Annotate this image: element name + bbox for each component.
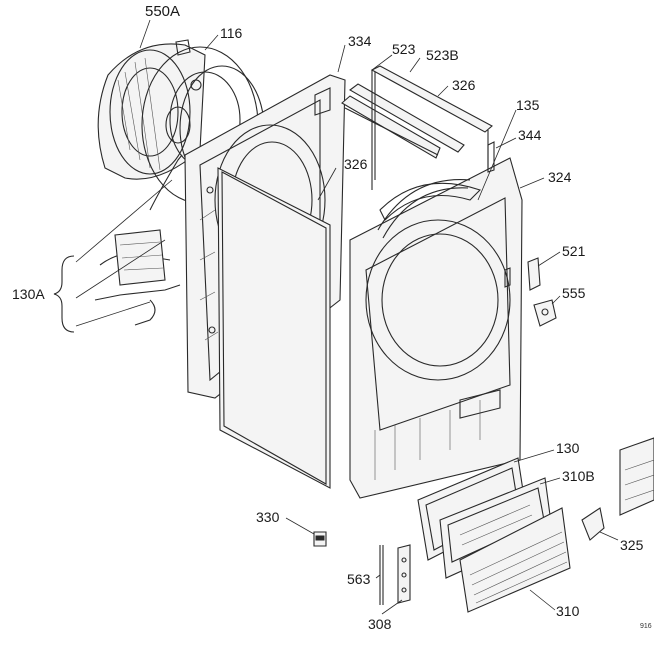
- document-code: 916: [640, 623, 652, 630]
- bracket-344: [487, 141, 495, 173]
- part-555: [533, 299, 557, 327]
- top-strips-523: [341, 65, 493, 215]
- callout-326-top: 326: [452, 77, 476, 93]
- callout-521: 521: [562, 243, 586, 259]
- callout-550a: 550A: [145, 3, 181, 20]
- callout-555: 555: [562, 285, 586, 301]
- callout-324: 324: [548, 169, 572, 185]
- callout-130: 130: [556, 440, 580, 456]
- callout-310: 310: [556, 603, 580, 619]
- callout-135: 135: [516, 97, 540, 113]
- side-panel-326-left: [217, 167, 331, 489]
- callout-563: 563: [347, 571, 371, 587]
- callout-310b: 310B: [562, 468, 595, 484]
- callout-523: 523: [392, 41, 416, 57]
- door-seal-135: [377, 179, 471, 239]
- callout-334: 334: [348, 33, 372, 49]
- fan-assembly-550a: [97, 39, 206, 180]
- callout-130a: 130A: [12, 286, 45, 302]
- callout-344: 344: [518, 127, 542, 143]
- callout-326-side: 326: [344, 156, 368, 172]
- front-panel-324: [349, 157, 523, 499]
- callout-325: 325: [620, 537, 644, 553]
- brace-130a: [53, 255, 75, 333]
- part-325: [581, 507, 605, 541]
- leader-lines: [75, 19, 619, 615]
- callout-330: 330: [256, 509, 280, 525]
- callout-116: 116: [220, 25, 243, 41]
- front-cover-310: [459, 507, 571, 613]
- foot-330: [313, 531, 327, 547]
- partial-part-right: [619, 437, 654, 516]
- hinge-308: [397, 544, 411, 604]
- callout-523b: 523B: [426, 47, 459, 63]
- callout-308: 308: [368, 616, 392, 632]
- part-521: [527, 257, 541, 291]
- cable-harness-130a: [94, 154, 183, 326]
- rod-563: [379, 545, 384, 605]
